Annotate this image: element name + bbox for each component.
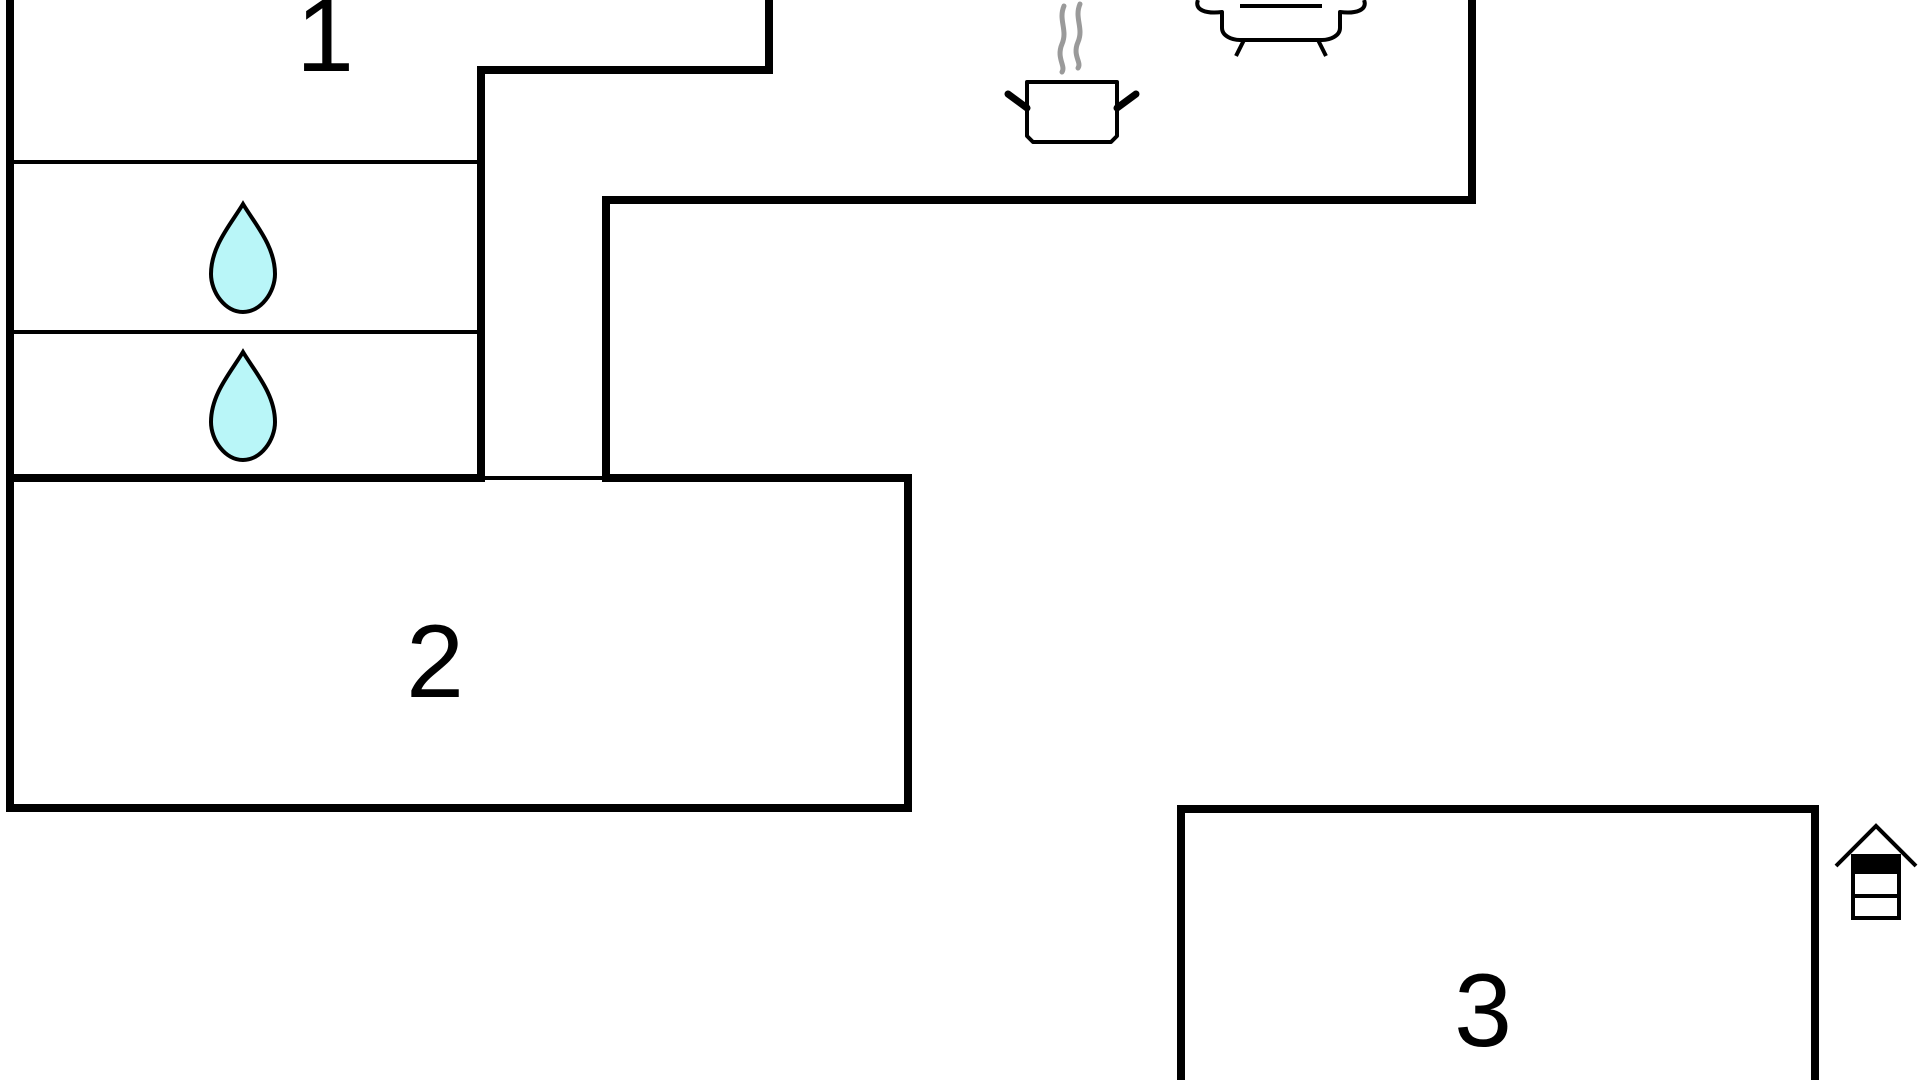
- sofa-icon: [1195, 0, 1367, 57]
- outer-wall-living: [6, 0, 1476, 812]
- room-number-3: 3: [1454, 953, 1512, 1069]
- water-drop-icon: [208, 348, 278, 463]
- cooking-pot-icon: [1004, 1, 1140, 144]
- room-number-2: 2: [406, 604, 464, 720]
- room3-walls: [1177, 805, 1819, 1080]
- house-entrance-icon: [1834, 823, 1918, 920]
- room-number-1: 1: [296, 0, 354, 94]
- water-drop-icon: [208, 200, 278, 315]
- outer-wall-upper: [6, 0, 773, 482]
